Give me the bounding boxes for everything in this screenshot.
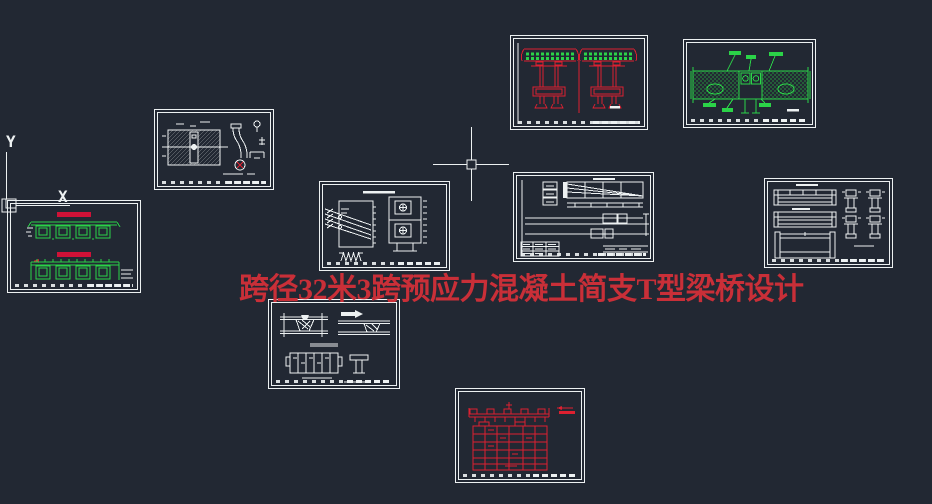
sheet-inner-border	[516, 175, 651, 259]
sheet-inner-border	[157, 112, 271, 187]
sheet-bearing-plan-hatched[interactable]	[683, 39, 816, 128]
sheet-bridge-elevation-piers[interactable]	[510, 35, 648, 130]
girder-elevation-drawing	[520, 178, 649, 257]
ucs-y-label: Y	[6, 132, 16, 151]
title-strip-cells	[841, 259, 885, 262]
title-strip-cells	[397, 262, 442, 265]
sheet-inner-border	[767, 181, 890, 265]
diaphragm-details-drawing	[280, 310, 390, 383]
title-strip	[276, 380, 392, 383]
sheet-pier-cap-plan-detail[interactable]	[154, 109, 274, 190]
sheet-inner-border	[322, 184, 447, 268]
title-strip	[162, 181, 266, 184]
sheet-inner-border	[458, 391, 582, 480]
title-strip	[521, 253, 646, 256]
deck-cross-sections-drawing	[26, 212, 133, 280]
title-strip-cells	[598, 253, 646, 256]
title-strip-cells	[593, 121, 640, 124]
anchorage-detail-drawing	[325, 191, 427, 263]
title-strip-cells	[763, 119, 808, 122]
bridge-elevation-drawing	[517, 43, 638, 124]
title-strip-cells	[225, 181, 266, 184]
title-strip	[327, 262, 442, 265]
beam-segments-drawing	[773, 184, 885, 259]
title-strip	[691, 119, 808, 122]
deck-section-table-drawing	[468, 402, 575, 471]
title-strip	[15, 284, 133, 287]
title-strip	[772, 259, 885, 262]
sheet-beam-segment-elevations[interactable]	[764, 178, 893, 268]
pier-cap-plan-drawing	[162, 120, 265, 175]
title-strip	[463, 474, 577, 477]
title-strip-cells	[533, 474, 577, 477]
bearing-plan-drawing	[690, 51, 811, 114]
sheet-anchorage-tendon-detail[interactable]	[319, 181, 450, 271]
title-strip	[518, 121, 640, 124]
title-strip-cells	[87, 284, 133, 287]
sheet-diaphragm-connection-details[interactable]	[268, 299, 400, 389]
title-strip-cells	[347, 380, 392, 383]
sheet-deck-section-and-table[interactable]	[455, 388, 585, 483]
sheet-girder-elevation-schedule[interactable]	[513, 172, 654, 262]
drawing-title-text[interactable]: 跨径32米3跨预应力混凝土简支T型梁桥设计	[239, 273, 804, 306]
sheet-inner-border	[271, 302, 397, 386]
sheet-inner-border	[686, 42, 813, 125]
sheet-inner-border	[10, 203, 138, 290]
sheet-deck-cross-sections[interactable]	[7, 200, 141, 293]
pickbox	[466, 159, 477, 170]
sheet-inner-border	[513, 38, 645, 127]
